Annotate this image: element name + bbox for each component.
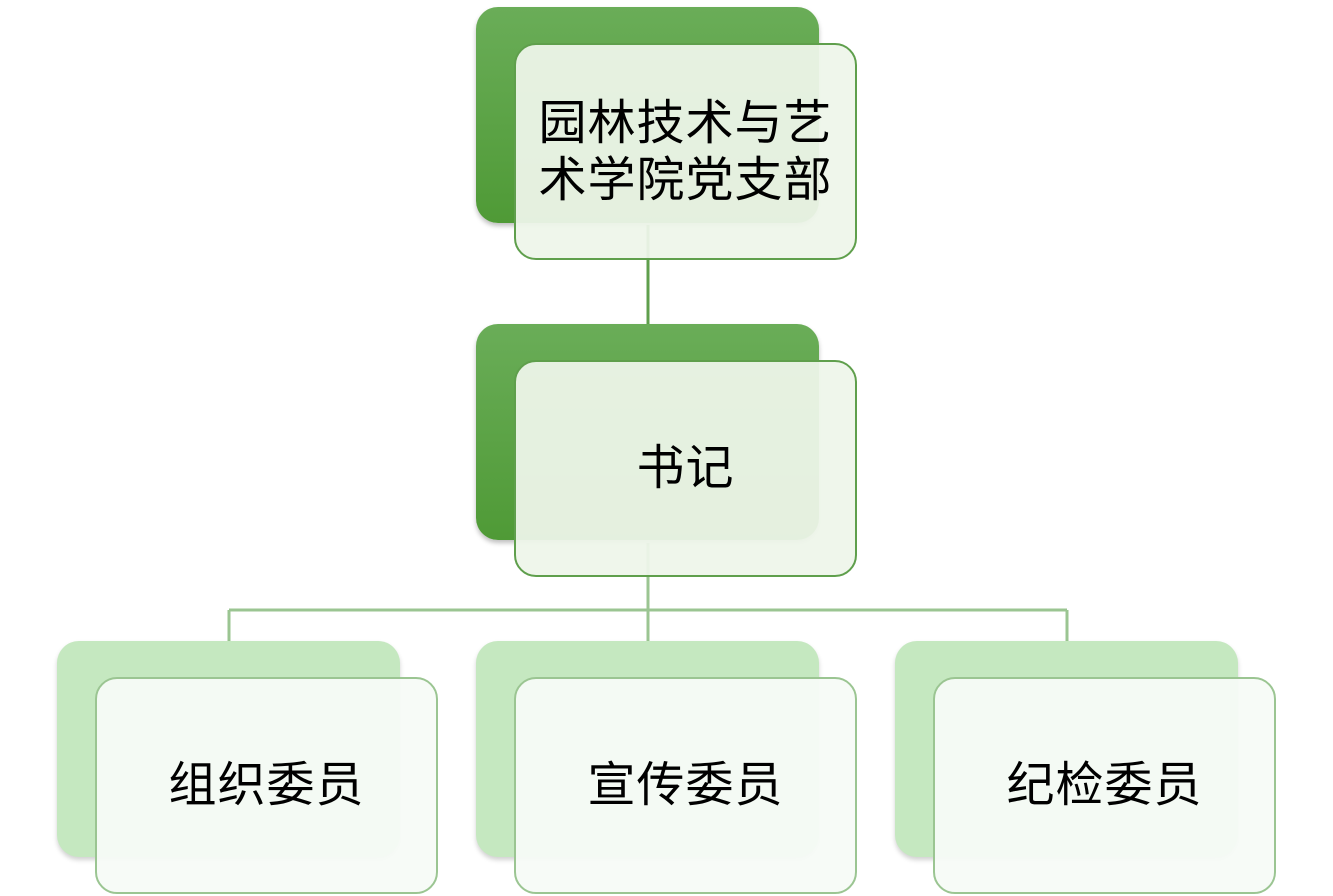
member-node-propaganda: 宣传委员 <box>476 641 857 894</box>
member-node-front: 纪检委员 <box>933 677 1276 894</box>
secretary-node-label: 书记 <box>636 440 735 496</box>
secretary-node-front: 书记 <box>514 360 857 577</box>
root-node-front: 园林技术与艺术学院党支部 <box>514 43 857 260</box>
member-node-organization: 组织委员 <box>57 641 438 894</box>
secretary-node: 书记 <box>476 324 857 577</box>
member-node-discipline: 纪检委员 <box>895 641 1276 894</box>
member-node-label: 组织委员 <box>168 757 365 813</box>
member-node-label: 纪检委员 <box>1006 757 1203 813</box>
root-node: 园林技术与艺术学院党支部 <box>476 7 857 260</box>
root-node-label: 园林技术与艺术学院党支部 <box>538 94 833 208</box>
member-node-front: 宣传委员 <box>514 677 857 894</box>
member-node-label: 宣传委员 <box>587 757 784 813</box>
member-node-front: 组织委员 <box>95 677 438 894</box>
